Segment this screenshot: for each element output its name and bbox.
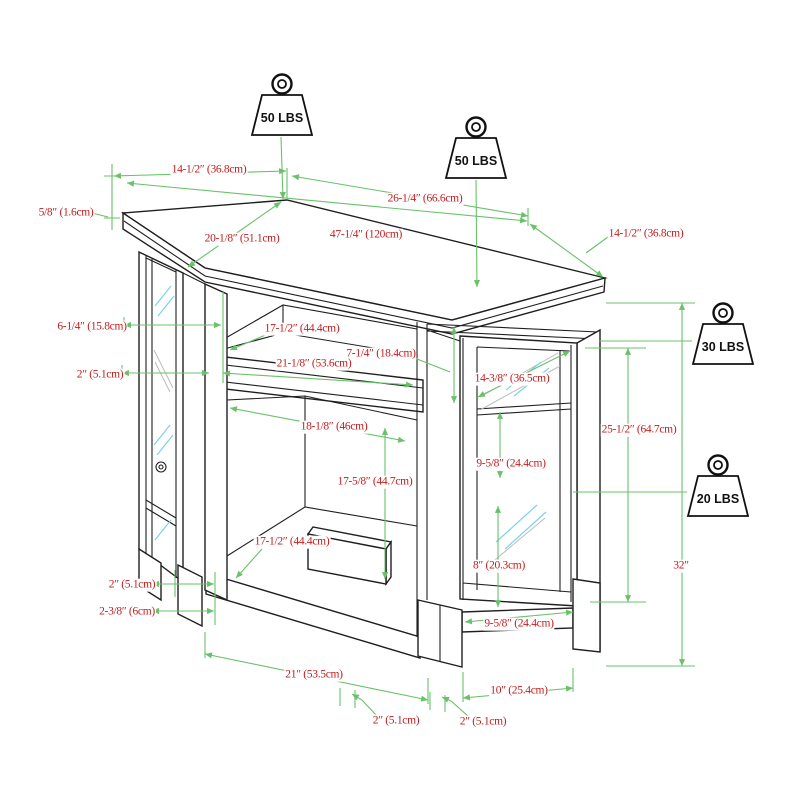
left-glass-door: [138, 250, 228, 602]
weight-body: [686, 475, 750, 517]
dimension-label: 26-1/4″ (66.6cm): [386, 192, 464, 206]
dimension-label: 2-3/8″ (6cm): [98, 605, 156, 619]
dimension-label: 8″ (20.3cm): [472, 559, 526, 573]
weight-label: 50 LBS: [261, 111, 303, 125]
tabletop: [120, 199, 608, 335]
weight-body: [691, 323, 755, 365]
dimension-label: 7-1/4″ (18.4cm): [345, 347, 417, 361]
dimension-label: 9-5/8″ (24.4cm): [475, 457, 547, 471]
weight-body: [250, 94, 314, 136]
dimension-label: 21″ (53.5cm): [284, 668, 344, 682]
dimension-label: 2″ (5.1cm): [371, 714, 421, 728]
dimension-label: 2″ (5.1cm): [107, 578, 157, 592]
door-knob: [155, 461, 167, 473]
dimension-label: 10″ (25.4cm): [489, 684, 549, 698]
bottom-rail: [205, 572, 421, 659]
dimension-label: 2″ (5.1cm): [75, 368, 125, 382]
dimension-label: 21-1/8″ (53.6cm): [275, 357, 353, 371]
weight-label: 30 LBS: [702, 340, 744, 354]
weight-icon: 50 LBS: [444, 116, 508, 179]
dimension-label: 2″ (5.1cm): [458, 715, 508, 729]
weight-icon: 20 LBS: [686, 454, 750, 517]
dimension-label: 18-1/8″ (46cm): [299, 420, 369, 434]
dimension-label: 17-1/2″ (44.4cm): [263, 322, 341, 336]
dimension-label: 14-1/2″ (36.8cm): [170, 163, 248, 177]
dimension-label: 17-1/2″ (44.4cm): [253, 535, 331, 549]
dimension-label: 14-1/2″ (36.8cm): [607, 227, 685, 241]
dimension-label: 32″: [672, 559, 690, 573]
legs: [138, 547, 601, 668]
dimension-label: 20-1/8″ (51.1cm): [203, 232, 281, 246]
dimension-label: 17-5/8″ (44.7cm): [336, 475, 414, 489]
dimension-label: 5/8″ (1.6cm): [37, 206, 95, 220]
weight-icon: 30 LBS: [691, 302, 755, 365]
dimension-label: 9-5/8″ (24.4cm): [483, 617, 555, 631]
weight-label: 20 LBS: [697, 492, 739, 506]
dimension-label: 14-3/8″ (36.5cm): [473, 372, 551, 386]
weight-label: 50 LBS: [455, 154, 497, 168]
weight-icon: 50 LBS: [250, 73, 314, 136]
dimension-label: 47-1/4″ (120cm): [328, 228, 404, 242]
dimension-label: 25-1/2″ (64.7cm): [600, 423, 678, 437]
dimension-label: 6-1/4″ (15.8cm): [56, 320, 128, 334]
